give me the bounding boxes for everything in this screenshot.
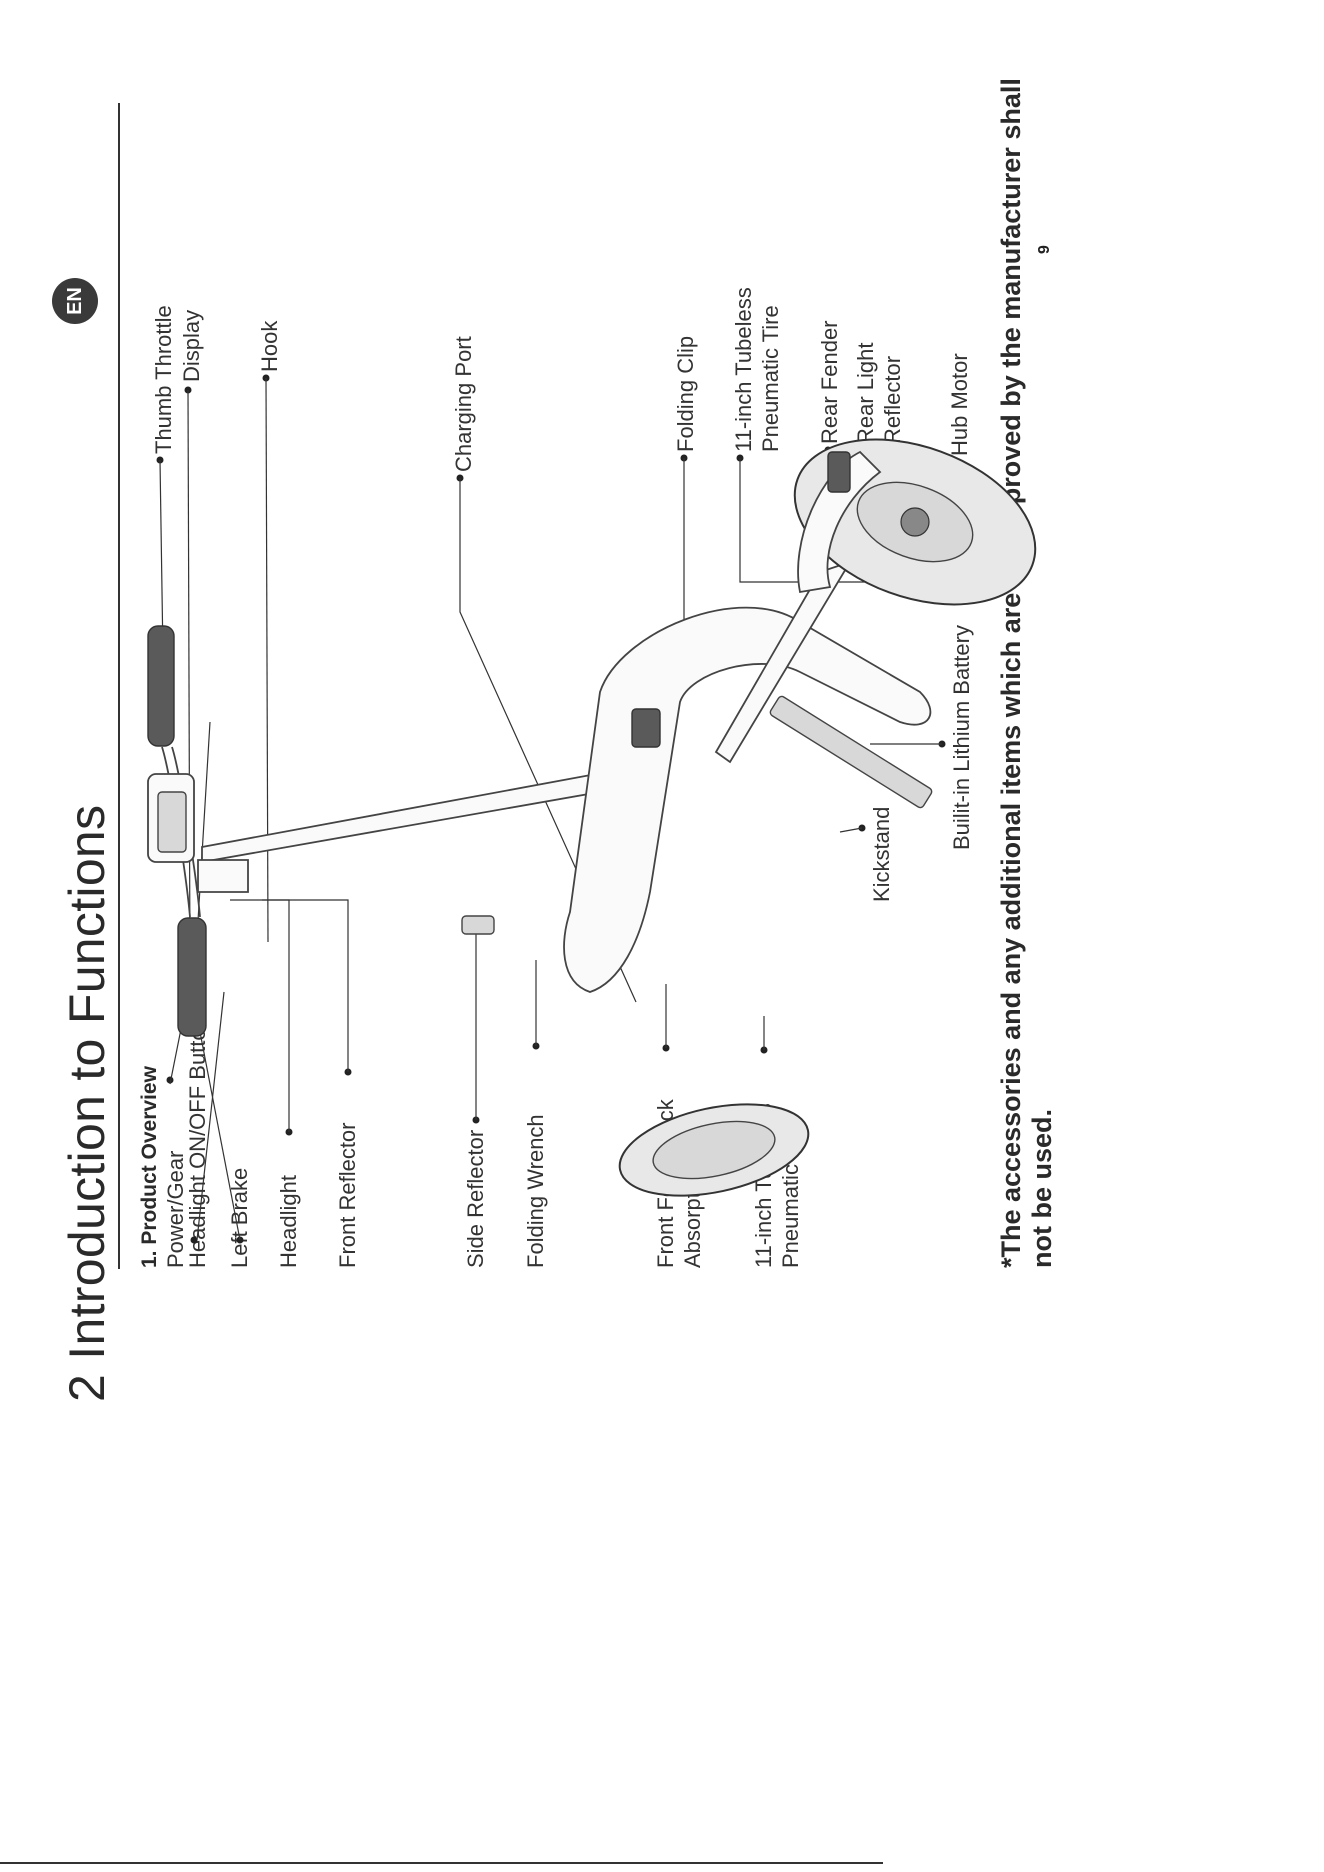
handlebar xyxy=(147,625,207,1037)
steering-stem xyxy=(197,772,602,935)
front-wheel xyxy=(618,1103,810,1197)
rear-wheel xyxy=(793,438,1037,606)
deck-frame xyxy=(563,560,933,993)
page-bottom-rule xyxy=(0,1862,883,1864)
